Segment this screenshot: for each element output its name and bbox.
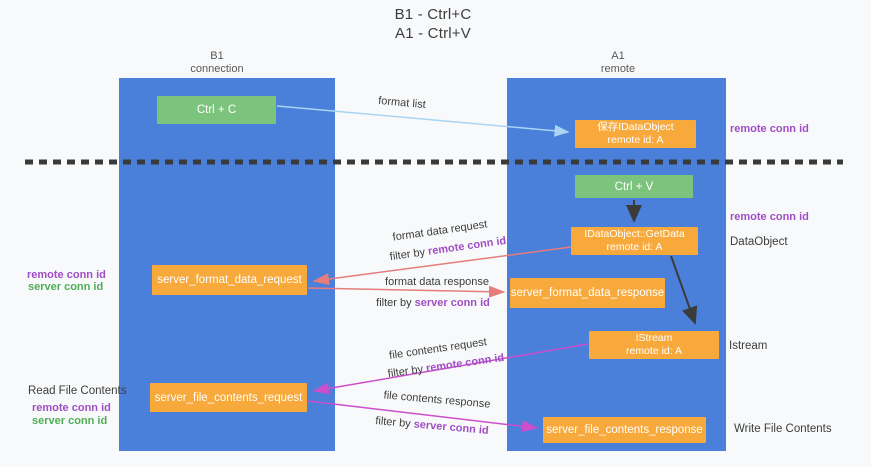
annotation-dataobject: DataObject (730, 236, 788, 248)
node-server-file-contents-response-label: server_file_contents_response (546, 424, 703, 436)
node-server-format-data-request: server_format_data_request (152, 265, 307, 295)
annotation-server-conn-id-bottom-left: server conn id (32, 415, 108, 427)
edge-file-contents-response (307, 400, 539, 433)
lane-a1-role: remote (600, 63, 636, 75)
lane-b1-name: B1 (210, 50, 224, 62)
node-server-file-contents-request-label: server_file_contents_request (154, 391, 303, 404)
annotation-remote-conn-id-bottom-left: remote conn id (32, 402, 111, 414)
node-save-idataobject: 保存IDataObject remote id: A (575, 120, 696, 148)
node-server-format-data-request-label: server_format_data_request (157, 274, 302, 286)
node-save-idataobject-line2: remote id: A (607, 134, 664, 146)
node-istream-line2: remote id: A (625, 345, 683, 357)
node-ctrl-c-label: Ctrl + C (196, 104, 237, 116)
node-getdata-line2: remote id: A (606, 241, 663, 253)
annotation-read-file-contents: Read File Contents (28, 385, 127, 397)
node-server-file-contents-request: server_file_contents_request (150, 383, 307, 412)
node-save-idataobject-line1: 保存IDataObject (597, 121, 674, 133)
annotation-remote-conn-id-top-right: remote conn id (730, 123, 809, 135)
diagram-title: B1 - Ctrl+C A1 - Ctrl+V (395, 5, 472, 43)
title-line-1: B1 - Ctrl+C (394, 6, 472, 23)
annotation-remote-conn-id-mid-left: remote conn id (27, 269, 106, 281)
annotation-istream: Istream (729, 340, 768, 352)
lane-header-a1: A1 remote (601, 50, 635, 76)
node-server-format-data-response: server_format_data_response (510, 278, 665, 308)
title-line-2: A1 - Ctrl+V (395, 25, 471, 42)
edge-format-list (276, 105, 570, 137)
node-ctrl-v: Ctrl + V (575, 175, 693, 198)
node-ctrl-v-label: Ctrl + V (614, 180, 654, 193)
filter-by-text-2: filter by (376, 297, 415, 309)
annotation-remote-conn-id-mid-right: remote conn id (730, 211, 809, 223)
edge-getdata-to-istream (670, 255, 698, 325)
lane-header-b1: B1 connection (190, 50, 243, 76)
lane-b1-role: connection (190, 63, 244, 75)
node-server-format-data-response-label: server_format_data_response (510, 287, 665, 299)
node-istream: IStream remote id: A (589, 331, 719, 359)
node-istream-line1: IStream (635, 332, 673, 344)
annotation-write-file-contents: Write File Contents (734, 423, 832, 435)
node-ctrl-c: Ctrl + C (157, 96, 276, 124)
edge-label-format-data-response: format data response (385, 276, 489, 288)
node-getdata-line1: IDataObject::GetData (584, 228, 685, 240)
edge-format-data-response (307, 285, 506, 298)
edge-label-filter-server-1: filter by server conn id (376, 297, 490, 309)
filter-key-server-1: server conn id (414, 297, 490, 309)
edge-label-format-data-response-text: format data response (385, 276, 489, 288)
annotation-server-conn-id-mid-left: server conn id (28, 281, 104, 293)
edge-format-data-request (312, 246, 572, 285)
node-idataobject-getdata: IDataObject::GetData remote id: A (571, 227, 698, 255)
edge-file-contents-request (312, 343, 589, 395)
node-server-file-contents-response: server_file_contents_response (543, 417, 706, 443)
lane-a1-name: A1 (611, 50, 625, 62)
